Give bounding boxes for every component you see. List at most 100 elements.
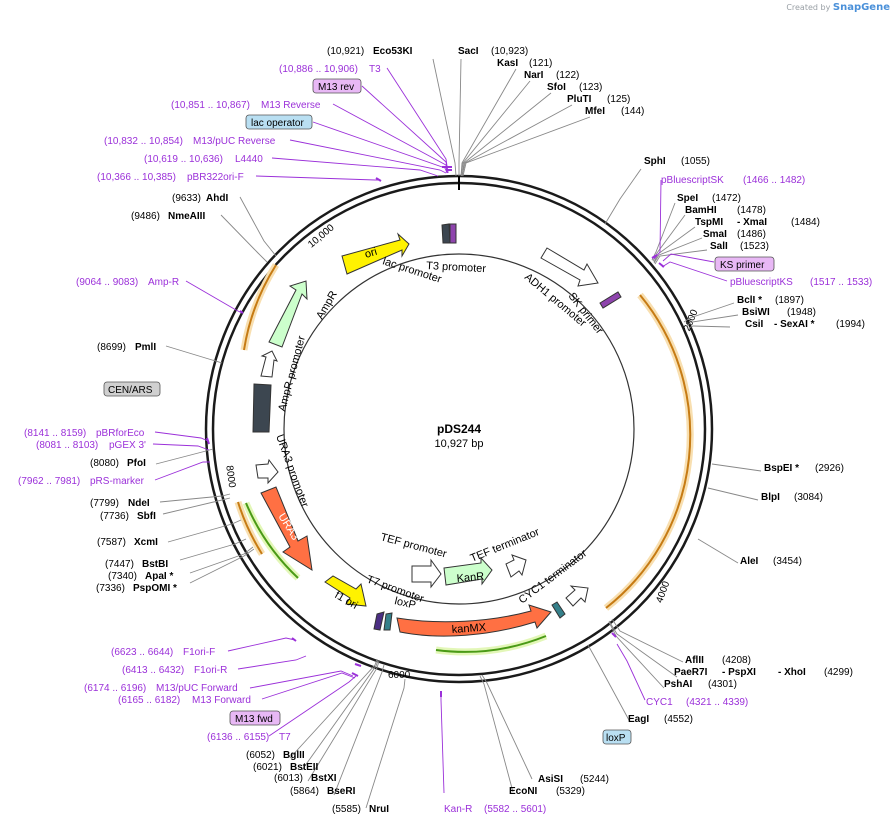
ndei-pos: (7799): [90, 498, 119, 509]
pspomi-label: PspOMI *: [133, 583, 177, 594]
ndei-label: NdeI: [128, 498, 150, 509]
plasmid-size: 10,927 bp: [435, 438, 484, 450]
ura3-arrow: [260, 486, 313, 571]
kanmx-label: kanMX: [451, 622, 487, 636]
bglii-pos: (6052): [246, 750, 275, 761]
tspmi-label: TspMI: [695, 217, 723, 228]
f1orif-pos: (6623 .. 6644): [111, 647, 173, 658]
beseri-pos: (5864): [290, 786, 319, 797]
pbsk-pos: (1466 .. 1482): [743, 175, 805, 186]
tick-label-8000: 8000: [223, 465, 237, 489]
eco53ki-pos: (10,921): [327, 46, 364, 57]
ori-label: ori: [363, 246, 378, 261]
ampr-arrow: [268, 280, 308, 348]
saci-pos: (10,923): [491, 46, 528, 57]
aflii-pos: (4208): [722, 655, 751, 666]
sbfi-label: SbfI: [137, 511, 156, 522]
bsiwi-pos: (1948): [787, 307, 816, 318]
econi-pos: (5329): [556, 786, 585, 797]
bsiwi-label: BsiWI: [742, 307, 770, 318]
l4440-label: L4440: [235, 154, 263, 165]
pshai-pos: (4301): [708, 679, 737, 690]
loxp-label: loxP: [393, 595, 417, 612]
xcmi-pos: (7587): [97, 537, 126, 548]
pfoi-pos: (8080): [90, 458, 119, 469]
mfei-pos: (144): [621, 106, 644, 117]
plasmid-name: pDS244: [437, 422, 481, 436]
t7-pos: (6136 .. 6155): [207, 732, 269, 743]
pgex3-label: pGEX 3': [109, 440, 146, 451]
pgex3-pos: (8081 .. 8103): [36, 440, 98, 451]
xhoi-label: - XhoI: [778, 667, 806, 678]
m13reverse-label: M13 Reverse: [261, 100, 321, 111]
feature-arrows: [252, 223, 622, 637]
m13fwd-label: M13 fwd: [235, 714, 273, 725]
skp-marker: [599, 291, 622, 309]
kasi-pos: (121): [529, 58, 552, 69]
loxp-box-label: loxP: [606, 733, 626, 744]
ura3p-arrow: [255, 458, 279, 485]
bstxi-label: BstXI: [311, 773, 337, 784]
pluti-pos: (125): [607, 94, 630, 105]
sbfi-pos: (7736): [100, 511, 129, 522]
nari-label: NarI: [524, 70, 544, 81]
loxp-marker: [383, 612, 393, 631]
cen-box-label: CEN/ARS: [108, 385, 153, 396]
kasi-label: KasI: [497, 58, 518, 69]
cen-box: [103, 381, 161, 397]
sphi-label: SphI: [644, 156, 666, 167]
teft-label: TEF terminator: [469, 526, 542, 565]
prsmarker-label: pRS-marker: [90, 476, 145, 487]
adh1-arrow: [540, 247, 599, 287]
t7-label: T7: [279, 732, 291, 743]
sfoi-pos: (123): [579, 82, 602, 93]
sali-label: SalI: [710, 241, 728, 252]
m13fwd-box: [229, 710, 281, 726]
f1orif-label: F1ori-F: [183, 647, 215, 658]
teft-arrow: [505, 554, 527, 578]
lacp-marker: [441, 223, 451, 244]
csii-label: CsiI: [745, 319, 764, 330]
m13pucrev-pos: (10,832 .. 10,854): [104, 136, 183, 147]
tefp-label: TEF promoter: [379, 531, 448, 560]
t3p-marker: [449, 223, 457, 244]
m13forward-label: M13 Forward: [192, 695, 251, 706]
apai-label: ApaI *: [145, 571, 173, 582]
ksprimer-label: KS primer: [720, 260, 765, 271]
mfei-label: MfeI: [585, 106, 605, 117]
amprp-arrow: [260, 350, 278, 378]
l4440-pos: (10,619 .. 10,636): [144, 154, 223, 165]
pmli-pos: (8699): [97, 342, 126, 353]
bsteii-pos: (6021): [253, 762, 282, 773]
f1orir-pos: (6413 .. 6432): [122, 665, 184, 676]
pmli-label: PmlI: [135, 342, 156, 353]
blpi-pos: (3084): [794, 492, 823, 503]
sphi-pos: (1055): [681, 156, 710, 167]
pbsk-label: pBluescriptSK: [661, 175, 724, 186]
bsteii-label: BstEII: [290, 762, 319, 773]
prsmarker-pos: (7962 .. 7981): [18, 476, 80, 487]
bstxi-pos: (6013): [274, 773, 303, 784]
pfoi-label: PfoI: [127, 458, 146, 469]
t7p-marker: [373, 611, 385, 631]
m13rev-label: M13 rev: [318, 82, 354, 93]
m13pucfwd-pos: (6174 .. 6196): [84, 683, 146, 694]
alei-pos: (3454): [773, 556, 802, 567]
bglii-label: BglII: [283, 750, 305, 761]
smai-pos: (1486): [737, 229, 766, 240]
bstbi-pos: (7447): [105, 559, 134, 570]
orf-arcs: [234, 263, 694, 656]
pluti-label: PluTI: [567, 94, 592, 105]
xmai-pos: (1484): [791, 217, 820, 228]
f1orir-label: F1ori-R: [194, 665, 227, 676]
sexai-pos: (1994): [836, 319, 865, 330]
blpi-label: BlpI: [761, 492, 780, 503]
nari-pos: (122): [556, 70, 579, 81]
aflii-label: AflII: [685, 655, 704, 666]
ksprimer-box: [714, 256, 775, 272]
ahdi-pos: (9633): [172, 193, 201, 204]
asisi-pos: (5244): [580, 774, 609, 785]
eagi-label: EagI: [628, 714, 649, 725]
pbr322ori-pos: (10,366 .. 10,385): [97, 172, 176, 183]
